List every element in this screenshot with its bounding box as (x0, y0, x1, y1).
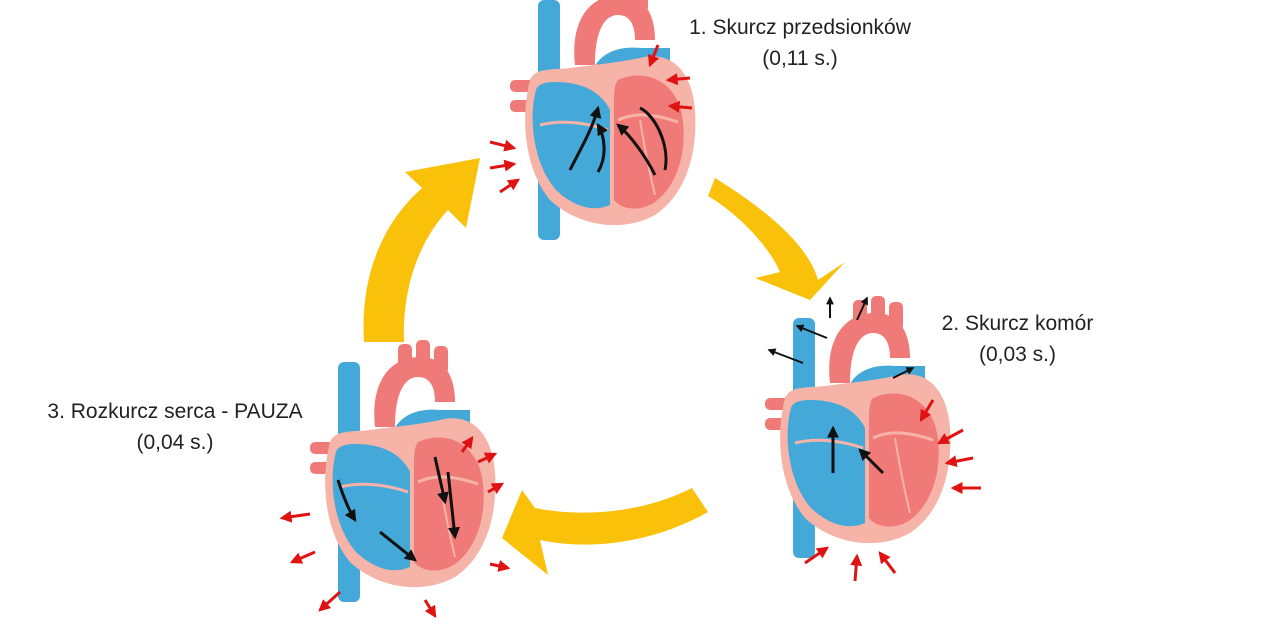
stage-1-title: 1. Skurcz przedsionków (689, 16, 911, 39)
heart-ventricular-systole (763, 294, 981, 582)
stage-1-label: 1. Skurcz przedsionków (0,11 s.) (640, 12, 960, 74)
stage-2-title: 2. Skurcz komór (941, 312, 1094, 335)
cycle-arrow-3-to-1 (363, 158, 480, 342)
heart-diastole (279, 338, 511, 619)
stage-3-label: 3. Rozkurcz serca - PAUZA (0,04 s.) (30, 396, 320, 458)
cycle-arrow-2-to-3 (502, 488, 708, 575)
stage-2-duration: (0,03 s.) (978, 343, 1057, 366)
stage-3-duration: (0,04 s.) (136, 431, 214, 454)
cycle-arrow-1-to-2 (708, 178, 845, 300)
heart-atrial-systole (489, 0, 698, 242)
stage-2-label: 2. Skurcz komór (0,03 s.) (900, 308, 1135, 370)
stage-3-title: 3. Rozkurcz serca - PAUZA (47, 400, 303, 423)
stage-1-duration: (0,11 s.) (762, 47, 838, 70)
